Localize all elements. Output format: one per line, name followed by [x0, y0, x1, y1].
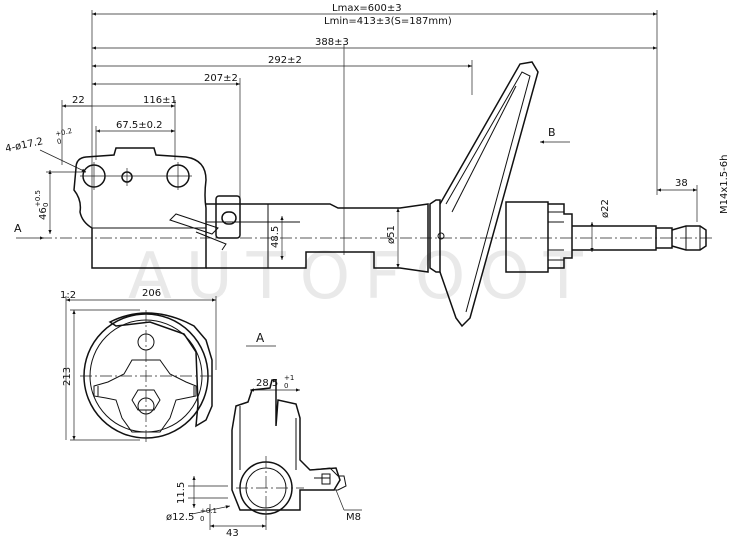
- svg-text:11.5: 11.5: [176, 482, 187, 504]
- dim-213: 213: [62, 367, 73, 386]
- dim-43: 43: [226, 528, 239, 539]
- view-a: [188, 379, 362, 530]
- arrow-a-label: A: [14, 222, 22, 235]
- dim-51: ø51: [386, 225, 397, 244]
- scale-label: 1:2: [60, 290, 76, 301]
- dim-115: 11.5: [176, 482, 187, 504]
- svg-text:28.5: 28.5: [256, 378, 278, 389]
- dim-46: 46 +0.5 0: [34, 190, 50, 220]
- dim-thread: M14x1.5-6h: [719, 155, 730, 214]
- dim-lmax: Lmax=600±3: [332, 3, 402, 14]
- dim-22: 22: [72, 95, 85, 106]
- dim-67: 67.5±0.2: [116, 120, 163, 131]
- view-a-label: A: [256, 331, 265, 345]
- dim-116: 116±1: [143, 95, 177, 106]
- dim-38: 38: [675, 178, 688, 189]
- svg-text:4-ø17.2: 4-ø17.2: [4, 136, 44, 155]
- strut-body: [40, 61, 712, 328]
- dim-292: 292±2: [268, 55, 302, 66]
- svg-text:48.5: 48.5: [270, 226, 281, 248]
- svg-text:0: 0: [56, 137, 62, 146]
- dim-22b: ø22: [600, 199, 611, 218]
- svg-text:213: 213: [62, 367, 73, 386]
- svg-text:0: 0: [284, 382, 288, 390]
- dim-388: 388±3: [315, 37, 349, 48]
- dim-hole: 4-ø17.2 +0.2 0: [4, 127, 73, 155]
- watermark: AUTOFOOT: [128, 240, 597, 314]
- arrow-b-label: B: [548, 126, 556, 139]
- svg-text:M14x1.5-6h: M14x1.5-6h: [719, 155, 730, 214]
- svg-text:+0.5: +0.5: [34, 190, 42, 207]
- bottom-view: [65, 296, 217, 444]
- dim-m8: M8: [346, 512, 361, 523]
- svg-text:+1: +1: [284, 374, 294, 382]
- svg-text:ø51: ø51: [386, 225, 397, 244]
- dim-207: 207±2: [204, 73, 238, 84]
- svg-text:0: 0: [200, 515, 204, 523]
- svg-text:+0.1: +0.1: [200, 507, 217, 515]
- svg-text:0: 0: [42, 203, 50, 207]
- dim-lmin: Lmin=413±3(S=187mm): [324, 16, 452, 27]
- dimension-lines-top: [61, 10, 698, 268]
- svg-text:46: 46: [38, 207, 49, 220]
- dim-285: 28.5 +1 0: [256, 374, 294, 390]
- svg-text:ø12.5: ø12.5: [166, 512, 194, 523]
- dim-48: 48.5: [270, 226, 281, 248]
- svg-text:+0.2: +0.2: [55, 127, 73, 138]
- dim-125: ø12.5 +0.1 0: [166, 507, 217, 523]
- dim-206: 206: [142, 288, 161, 299]
- svg-text:ø22: ø22: [600, 199, 611, 218]
